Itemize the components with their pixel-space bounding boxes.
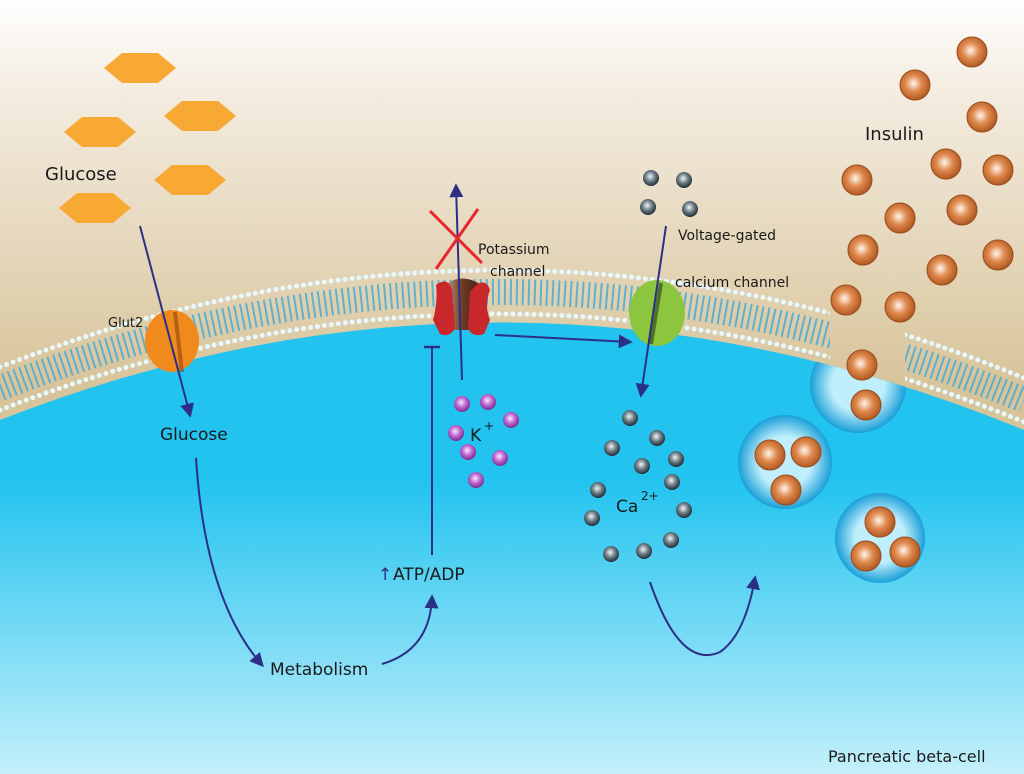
potassium-ion — [448, 425, 464, 441]
insulin-label: Insulin — [865, 124, 924, 145]
glucose-molecule — [104, 53, 176, 83]
potassium-charge-label: + — [484, 419, 494, 433]
glut2-transporter — [145, 310, 199, 372]
calcium-ion — [604, 440, 620, 456]
glucose-molecule — [59, 193, 131, 223]
calcium-ion — [590, 482, 606, 498]
calcium-channel-label-line2: calcium channel — [675, 275, 789, 291]
calcium-ion — [636, 543, 652, 559]
calcium-ion — [640, 199, 656, 215]
insulin-granule — [889, 536, 921, 568]
calcium-ion — [622, 410, 638, 426]
potassium-ion-label: K — [470, 426, 482, 446]
insulin-granule — [790, 436, 822, 468]
calcium-ion — [603, 546, 619, 562]
glucose-molecule — [164, 101, 236, 131]
glucose-molecule — [64, 117, 136, 147]
calcium-ion — [676, 172, 692, 188]
calcium-ion — [649, 430, 665, 446]
calcium-ion — [664, 474, 680, 490]
potassium-ions — [448, 394, 519, 488]
calcium-ion — [643, 170, 659, 186]
glut2-label: Glut2 — [108, 316, 143, 331]
metabolism-to-atp-arrow — [381, 594, 439, 665]
insulin-granule — [884, 202, 916, 234]
calcium-triggers-exocytosis-arrow — [649, 575, 760, 657]
insulin-granule — [956, 36, 988, 68]
glucose-outside-label: Glucose — [45, 164, 117, 185]
calcium-charge-label: 2+ — [641, 489, 659, 503]
insulin-granule — [966, 101, 998, 133]
calcium-ion-label: Ca — [616, 497, 638, 517]
calcium-influx-arrow — [635, 225, 667, 398]
insulin-granules — [754, 36, 1014, 572]
insulin-granule — [926, 254, 958, 286]
insulin-granule — [850, 389, 882, 421]
calcium-ion — [682, 201, 698, 217]
glut2-pore-line — [173, 311, 184, 373]
blocked-x-icon — [428, 208, 484, 270]
atp-adp-label: ATP/ADP — [393, 565, 465, 585]
calcium-ion — [663, 532, 679, 548]
calcium-ion — [584, 510, 600, 526]
insulin-granule — [982, 154, 1014, 186]
potassium-channel — [433, 278, 490, 336]
metabolism-label: Metabolism — [270, 660, 368, 680]
insulin-granule — [847, 234, 879, 266]
depolarization-arrow — [494, 334, 633, 349]
insulin-granule — [846, 349, 878, 381]
insulin-granule — [884, 291, 916, 323]
potassium-channel-label-line2: channel — [490, 264, 545, 280]
potassium-ion — [460, 444, 476, 460]
glucose-molecule — [154, 165, 226, 195]
insulin-granule — [830, 284, 862, 316]
cell-name-label: Pancreatic beta-cell — [828, 747, 986, 766]
calcium-ion — [668, 451, 684, 467]
glucose-molecules — [59, 53, 236, 223]
calcium-ions — [584, 170, 698, 562]
insulin-granule — [930, 148, 962, 180]
calcium-ion — [634, 458, 650, 474]
glucose-uptake-arrow — [139, 225, 194, 418]
insulin-granule — [899, 69, 931, 101]
pathway-arrows — [139, 183, 760, 668]
insulin-granule — [770, 474, 802, 506]
calcium-ion — [676, 502, 692, 518]
insulin-granule — [946, 194, 978, 226]
potassium-channel-label-line1: Potassium — [478, 242, 550, 258]
channel-pore-line — [649, 282, 663, 345]
calcium-channel-label-line1: Voltage-gated — [678, 228, 776, 244]
potassium-ion — [492, 450, 508, 466]
potassium-ion — [454, 396, 470, 412]
potassium-ion — [468, 472, 484, 488]
glucose-inside-label: Glucose — [160, 425, 228, 445]
insulin-granule — [864, 506, 896, 538]
insulin-granule — [982, 239, 1014, 271]
glucose-to-metabolism-arrow — [195, 457, 264, 668]
insulin-granule — [754, 439, 786, 471]
potassium-ion — [503, 412, 519, 428]
potassium-efflux-arrow — [449, 183, 464, 381]
insulin-granule — [841, 164, 873, 196]
atp-up-arrow-icon: ↑ — [378, 565, 392, 585]
insulin-granule — [850, 540, 882, 572]
potassium-ion — [480, 394, 496, 410]
